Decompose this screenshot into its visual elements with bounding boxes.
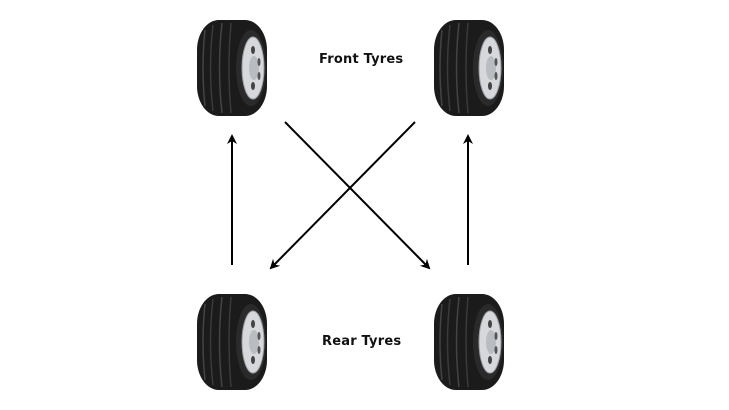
front-right-tyre [433,19,505,117]
rear-right-tyre [433,293,505,391]
rear-left-tyre [196,293,268,391]
arrow-front-left-to-rear-right [284,121,431,270]
front-left-tyre [196,19,268,117]
arrow-front-right-to-rear-left [269,121,416,270]
front-tyres-label: Front Tyres [319,52,404,67]
rear-tyres-label: Rear Tyres [322,334,402,349]
